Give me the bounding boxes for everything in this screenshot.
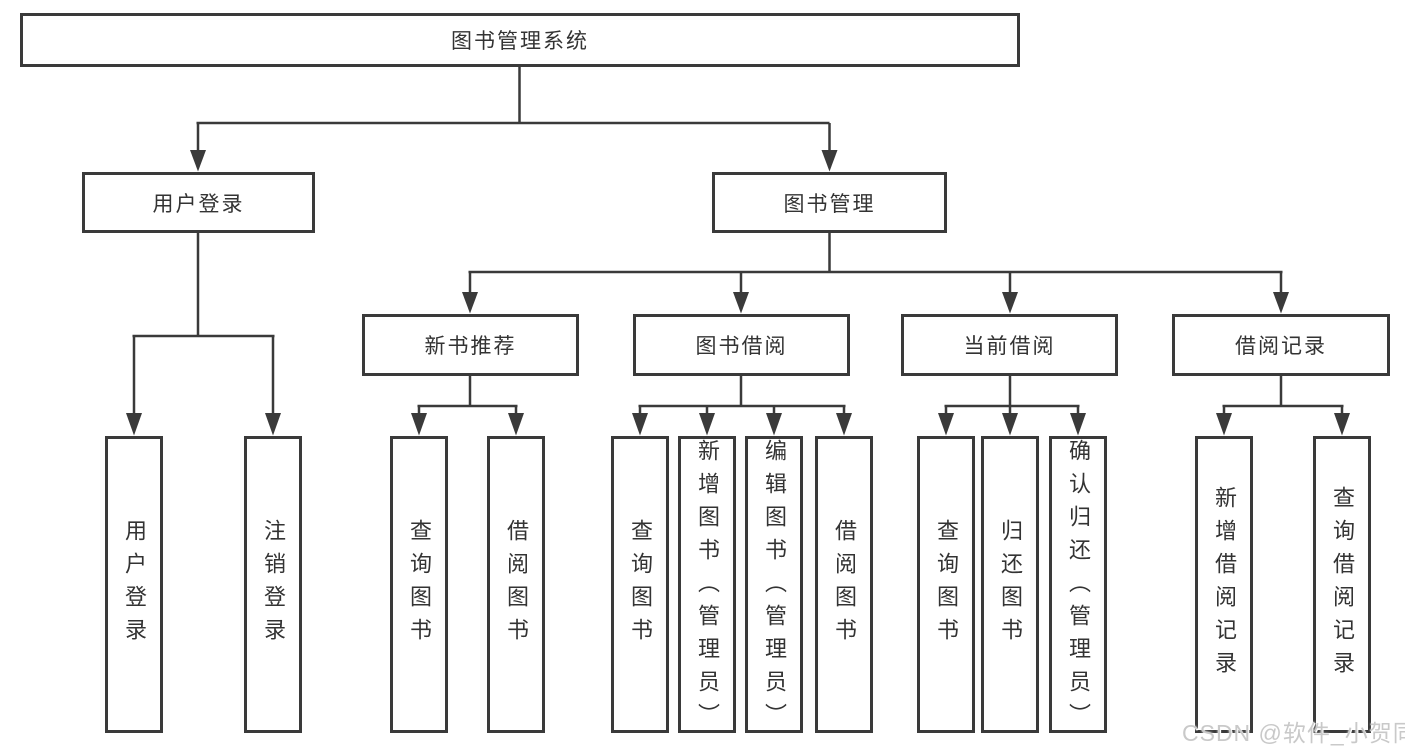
leaf-query-borrow-record: 查询借阅记录 [1313, 436, 1371, 733]
leaf-add-borrow-record: 新增借阅记录 [1195, 436, 1253, 733]
leaf-query-books-current-label: 查询图书 [934, 518, 959, 651]
leaf-query-books-borrow: 查询图书 [611, 436, 669, 733]
node-borrow-record: 借阅记录 [1172, 314, 1390, 376]
leaf-query-books-borrow-label: 查询图书 [628, 518, 653, 651]
connector-borrow-record-to-leaves [1222, 376, 1344, 414]
connector-user-login-to-leaves [132, 233, 275, 414]
leaf-add-borrow-record-label: 新增借阅记录 [1212, 485, 1237, 684]
watermark: CSDN @软件_小贺同学 [1182, 720, 1405, 746]
connector-book-management-to-sections [468, 233, 1283, 294]
node-root: 图书管理系统 [20, 13, 1020, 67]
leaf-edit-books-admin-label: 编辑图书（管理员） [762, 439, 787, 736]
arrowheads [126, 150, 1350, 436]
leaf-user-login-label: 用户登录 [122, 518, 147, 651]
leaf-query-books-current: 查询图书 [917, 436, 975, 733]
leaf-add-books-admin: 新增图书（管理员） [678, 436, 736, 736]
leaf-borrow-books-borrow-label: 借阅图书 [832, 518, 857, 651]
node-book-management-branch: 图书管理 [712, 172, 947, 233]
leaf-borrow-books-borrow: 借阅图书 [815, 436, 873, 733]
connector-current-borrow-to-leaves [944, 376, 1080, 414]
leaf-return-books-label: 归还图书 [998, 518, 1023, 651]
leaf-edit-books-admin: 编辑图书（管理员） [745, 436, 803, 736]
connector-book-borrow-to-leaves [638, 376, 846, 414]
leaf-confirm-return-admin: 确认归还（管理员） [1049, 436, 1107, 736]
connector-new-book-recommend-to-leaves [417, 376, 518, 414]
leaf-logout-label: 注销登录 [261, 518, 286, 651]
leaf-user-login: 用户登录 [105, 436, 163, 733]
leaf-borrow-books-recommend-label: 借阅图书 [504, 518, 529, 651]
node-current-borrow: 当前借阅 [901, 314, 1118, 376]
leaf-query-books-recommend-label: 查询图书 [407, 518, 432, 651]
node-user-login-branch: 用户登录 [82, 172, 315, 233]
leaf-query-borrow-record-label: 查询借阅记录 [1330, 485, 1355, 684]
leaf-logout: 注销登录 [244, 436, 302, 733]
connector-root-to-branches [196, 67, 831, 152]
leaf-return-books: 归还图书 [981, 436, 1039, 733]
node-book-borrow: 图书借阅 [633, 314, 850, 376]
leaf-add-books-admin-label: 新增图书（管理员） [695, 439, 720, 736]
leaf-borrow-books-recommend: 借阅图书 [487, 436, 545, 733]
leaf-query-books-recommend: 查询图书 [390, 436, 448, 733]
leaf-confirm-return-admin-label: 确认归还（管理员） [1066, 439, 1091, 736]
node-new-book-recommend: 新书推荐 [362, 314, 579, 376]
